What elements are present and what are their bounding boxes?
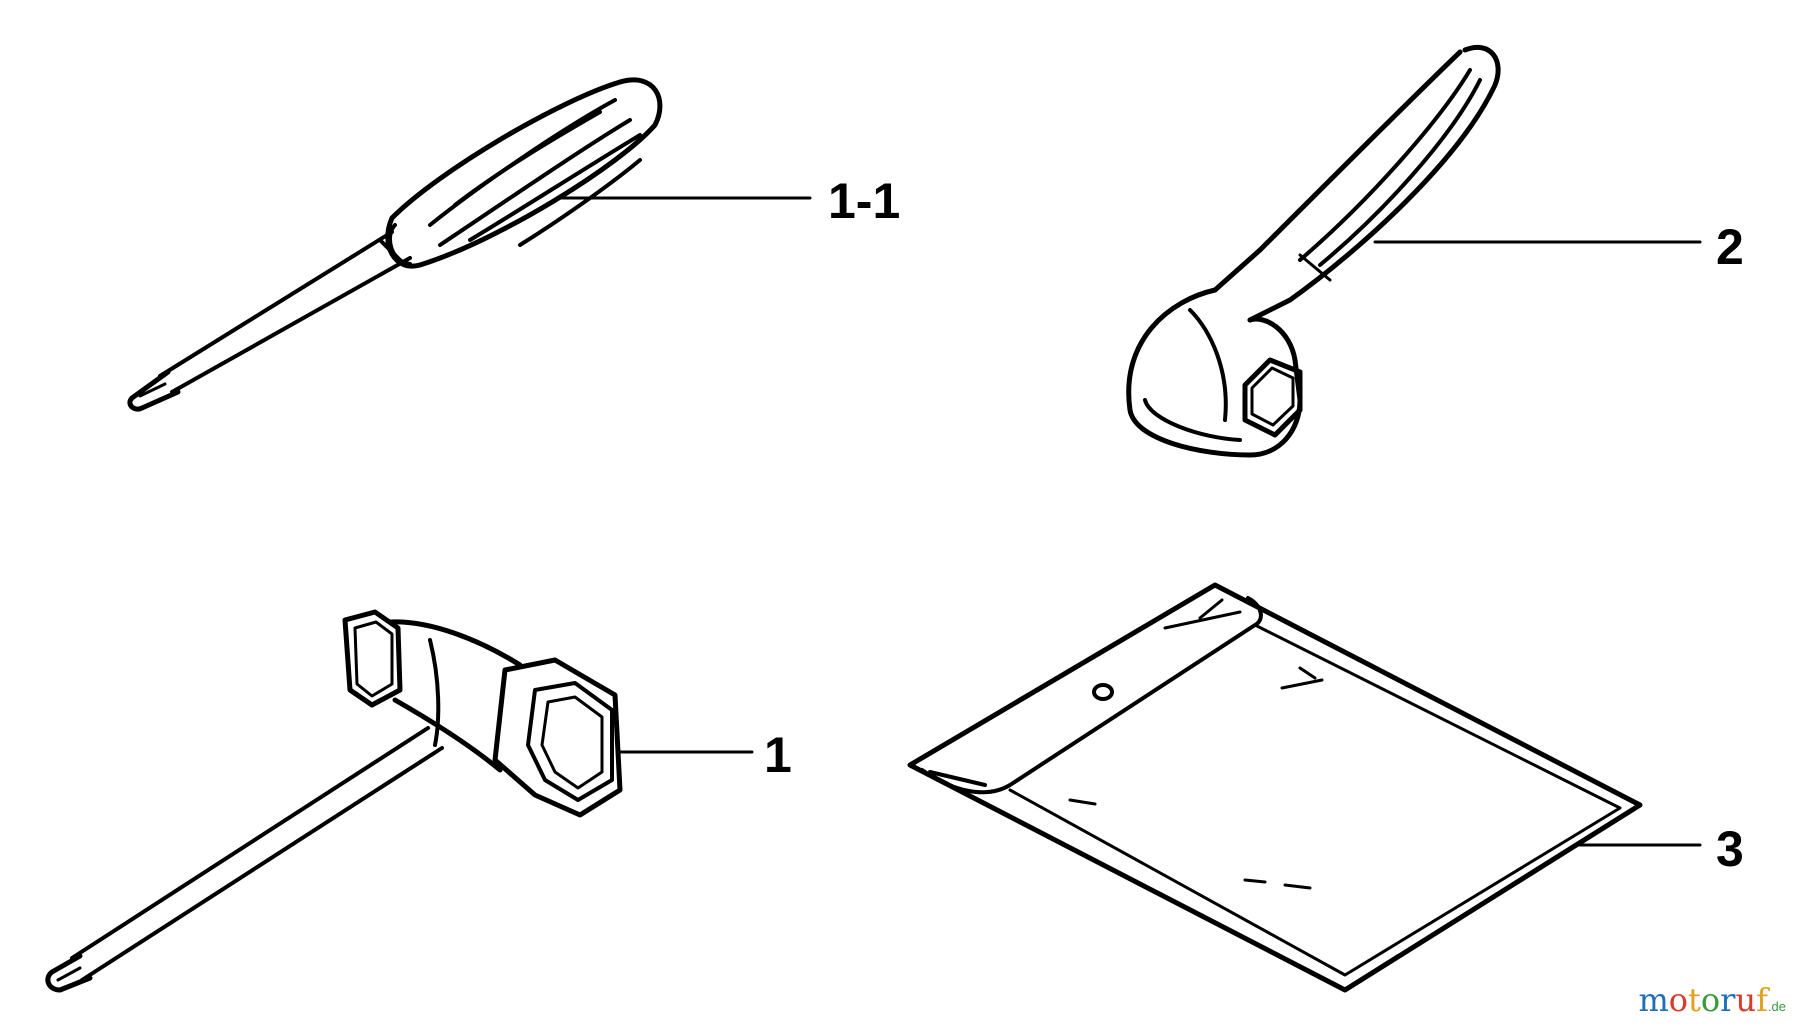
tool-bag bbox=[907, 582, 1643, 993]
screwdriver bbox=[127, 77, 663, 412]
watermark-letter: m bbox=[1638, 981, 1669, 1019]
watermark-letter: u bbox=[1735, 981, 1757, 1019]
watermark-suffix: .de bbox=[1767, 999, 1786, 1014]
callout-label-screwdriver: 1-1 bbox=[828, 173, 900, 229]
watermark-letter: t bbox=[1688, 981, 1701, 1019]
callout-label-plug-wrench: 1 bbox=[764, 727, 792, 783]
plug-wrench bbox=[45, 609, 623, 993]
box-wrench bbox=[1126, 45, 1501, 458]
watermark-letter: o bbox=[1668, 981, 1689, 1019]
watermark-letter: r bbox=[1720, 981, 1736, 1019]
callout-label-box-wrench: 2 bbox=[1716, 219, 1744, 275]
callout-label-tool-bag: 3 bbox=[1716, 821, 1744, 877]
watermark-logo: motoruf.de bbox=[1638, 981, 1786, 1019]
watermark-letter: f bbox=[1756, 981, 1768, 1019]
watermark-letter: o bbox=[1700, 981, 1721, 1019]
